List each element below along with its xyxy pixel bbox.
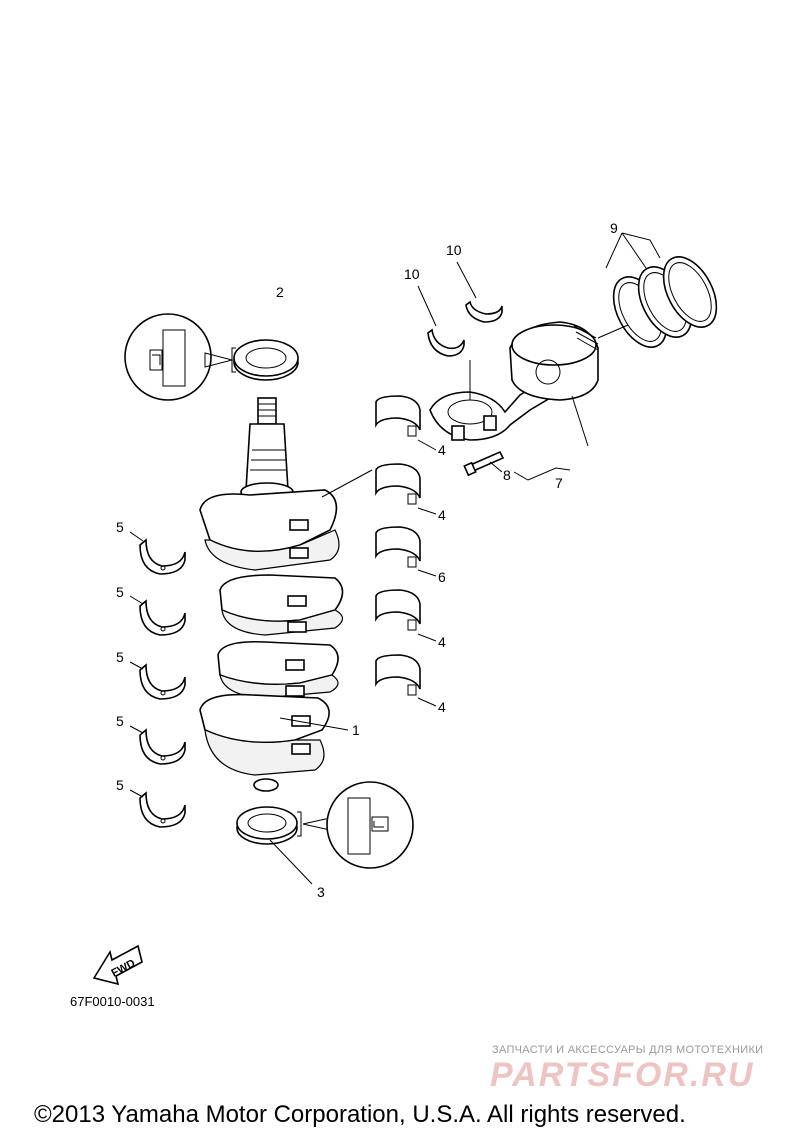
callout-7: 7 [555,475,563,491]
copyright-notice: ©2013 Yamaha Motor Corporation, U.S.A. A… [34,1101,686,1128]
callout-9: 9 [610,220,618,236]
oil-seal-upper [233,339,299,381]
callout-10: 10 [404,266,420,282]
fwd-arrow-icon: FWD [92,944,143,986]
callout-4: 4 [438,634,446,650]
callout-4: 4 [438,507,446,523]
seal-detail-bubble-upper [124,313,236,401]
watermark-logo: PARTSFOR.RU [490,1056,755,1094]
callout-5: 5 [116,519,124,535]
callout-6: 6 [438,569,446,585]
callout-1: 1 [352,722,360,738]
oil-seal-lower [236,806,313,885]
crankshaft [199,397,349,792]
main-bearing-set [129,531,186,828]
callout-5: 5 [116,584,124,600]
callout-4: 4 [438,699,446,715]
callout-5: 5 [116,649,124,665]
watermark-tagline: ЗАПЧАСТИ И АКСЕССУАРЫ ДЛЯ МОТОТЕХНИКИ [492,1044,764,1056]
connecting-rod-piston-assembly [429,232,718,481]
callout-5: 5 [116,713,124,729]
callout-5: 5 [116,777,124,793]
callout-4: 4 [438,442,446,458]
callout-8: 8 [503,467,511,483]
drawing-code: 67F0010-0031 [70,994,155,1009]
seal-detail-bubble-lower [297,781,414,869]
conrod-bearing-halves [417,261,503,357]
callout-3: 3 [317,884,325,900]
crankpin-bearing-set [321,395,437,707]
callout-2: 2 [276,284,284,300]
callout-10: 10 [446,242,462,258]
